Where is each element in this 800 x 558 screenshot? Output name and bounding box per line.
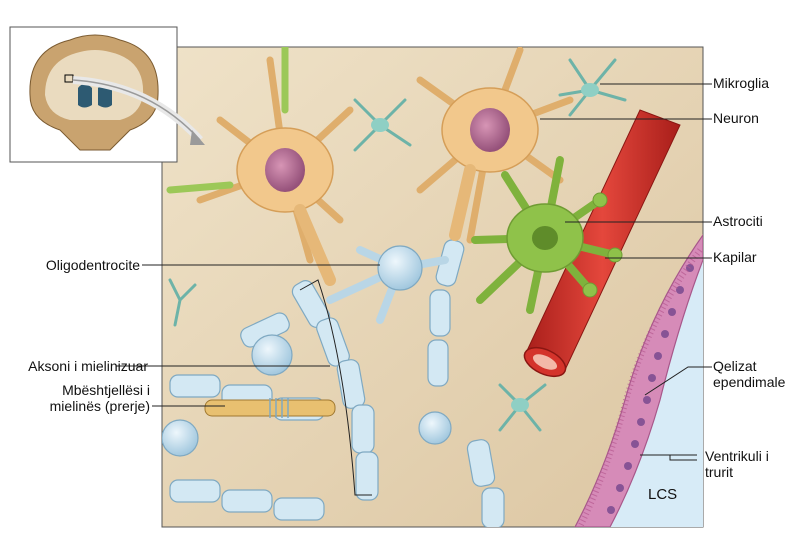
capillary xyxy=(523,109,681,378)
neurons xyxy=(196,47,574,286)
myelin-sheath-section xyxy=(204,398,336,418)
microglia xyxy=(168,58,627,432)
label-mbeshtjellesi-line2: mielinës (prerje) xyxy=(49,398,150,414)
label-mikroglia: Mikroglia xyxy=(713,75,770,91)
label-ventrikuli-trurit: Ventrikuli i trurit xyxy=(705,448,769,480)
label-ventrikuli-line2: trurit xyxy=(705,464,733,480)
brain-inset xyxy=(9,26,205,163)
label-mbeshtjellesi-line1: Mbështjellësi i xyxy=(62,382,150,398)
label-astrociti: Astrociti xyxy=(713,213,763,229)
label-ventrikuli-line1: Ventrikuli i xyxy=(705,448,769,464)
label-aksoni-mielinizuar: Aksoni i mielinizuar xyxy=(28,358,148,374)
oligodendrocytes xyxy=(162,245,452,457)
label-neuron: Neuron xyxy=(713,110,759,126)
leader-lines xyxy=(116,83,712,496)
astrocyte xyxy=(166,47,623,314)
label-kapilar: Kapilar xyxy=(713,249,757,265)
label-oligodentrocite: Oligodentrocite xyxy=(45,257,140,273)
myelinated-axons xyxy=(169,239,505,527)
ependymal-cell-layer xyxy=(574,233,703,527)
label-mbeshtjellesi-mielines: Mbështjellësi i mielinës (prerje) xyxy=(0,382,150,414)
label-qelizat-line2: ependimale xyxy=(713,374,786,390)
label-qelizat-ependimale: Qelizat ependimale xyxy=(713,358,785,390)
label-qelizat-line1: Qelizat xyxy=(713,358,757,374)
label-lcs: LCS xyxy=(648,486,678,503)
